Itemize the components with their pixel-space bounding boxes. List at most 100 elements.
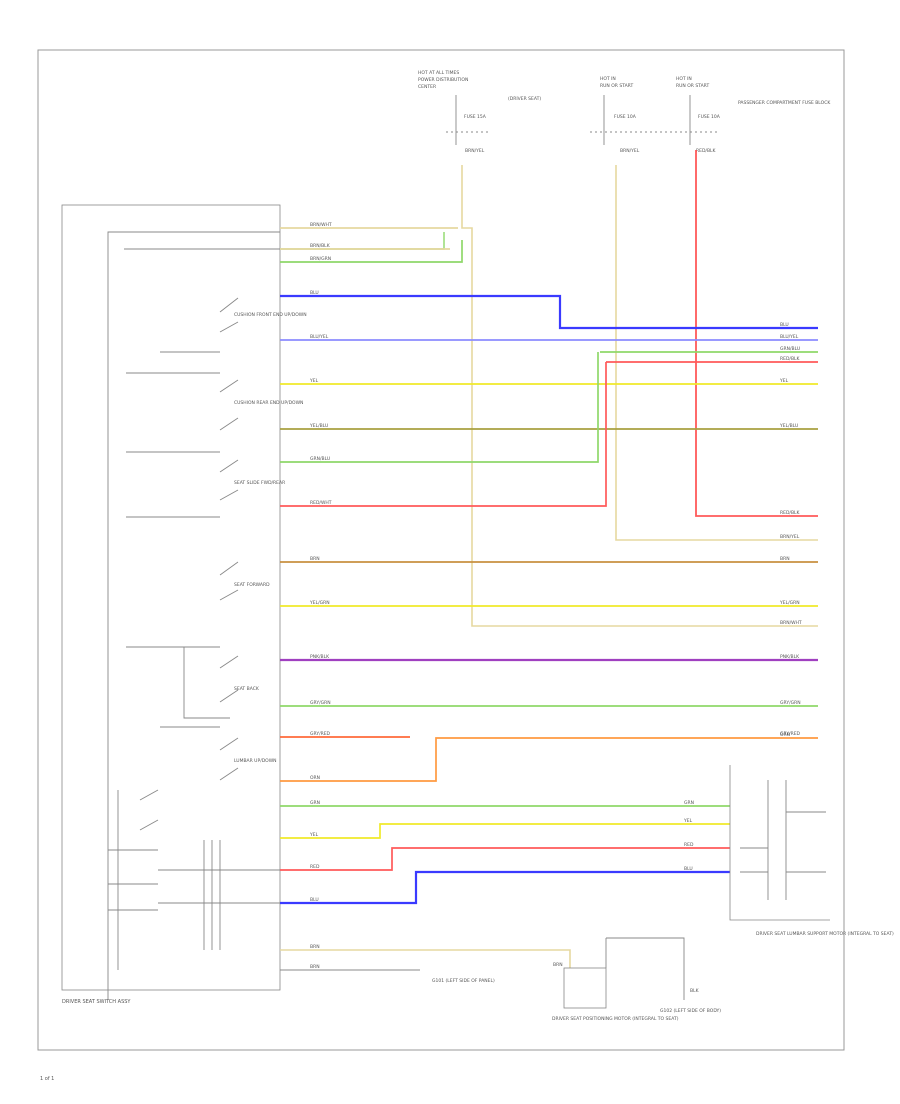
wire-left-label-14: BRN [310,556,320,562]
wire-10 [280,352,599,463]
wire-right-label-24: BLU [684,866,693,872]
switch-internal-bus [107,231,280,1000]
src2-line1: HOT IN [600,76,616,82]
wire-left-label-17: PNK/BLK [310,654,330,660]
wire-left-label-23: RED [310,864,320,870]
wire-23 [280,847,730,871]
wire-left-label-4: BLU [310,290,319,296]
feeder-tan-1 [461,165,818,627]
wire-right-label-5: BLU/YEL [780,334,799,340]
src1-fuse: FUSE 15A [464,114,487,120]
src3-line1: HOT IN [676,76,692,82]
wire-11 [280,362,607,507]
switch-contacts [139,297,239,831]
src2-line2: RUN OR START [600,83,633,89]
switch-contact-4 [219,417,239,431]
switch-contact-8 [219,589,239,601]
wire-left-label-21: GRN [310,800,320,806]
switch-contact-5 [219,459,239,473]
wire-right-label-15: YEL/GRN [779,600,800,606]
wire-22 [280,823,730,839]
switch-label-6: LUMBAR UP/DOWN [234,758,277,764]
switch-contact-9 [219,655,239,669]
wire-layer: BRN/WHT BRN/BLK BRN/GRN BLU BLU BLU/YEL BLU/YE… [280,222,818,970]
motor-feed-wire [280,949,571,968]
wire-left-label-15: YEL/GRN [309,600,330,606]
feeder-tan-branch [280,232,445,250]
wire-right-label-17: PNK/BLK [780,654,800,660]
switch-contact-10 [219,689,239,703]
src3-fuse: FUSE 10A [698,114,721,120]
ground2-label: G102 (LEFT SIDE OF BODY) [660,1008,721,1014]
wire-right-label-13: BRN/YEL [780,534,800,540]
switch-label-4: SEAT FORWARD [234,582,270,588]
src3-line2: RUN OR START [676,83,709,89]
wire-right-label-8: YEL [779,378,789,384]
bottom-motor: BRN BLK G101 (LEFT SIDE OF PANEL) DRIVER… [280,937,721,1022]
wire-left-label-20: ORN [310,775,320,781]
motor-ground-run [606,937,685,1000]
wire-left-label-19: GRY/RED [310,731,331,737]
wire-left-label-18: GRY/GRN [310,700,331,706]
wire-left-label-3: BRN/GRN [310,256,331,262]
switch-label-5: SEAT BACK [234,686,260,692]
switch-contact-7 [219,561,239,576]
switch-label-1: CUSHION FRONT END UP/DOWN [234,312,307,318]
diagram-frame [37,49,845,1051]
wire-left-label-26: BRN [310,964,320,970]
switch-contact-14 [139,819,159,831]
src1-line1: HOT AT ALL TIMES [418,70,459,76]
ground-wire-label: BLK [690,988,700,994]
ground1-label: G101 (LEFT SIDE OF PANEL) [432,978,495,984]
lumbar-motor-label: DRIVER SEAT LUMBAR SUPPORT MOTOR (INTEGR… [756,931,894,937]
wire-left-label-5: BLU/YEL [310,334,329,340]
wire-right-label-19: GRY/RED [780,731,801,737]
src2-fuse: FUSE 10A [614,114,637,120]
switch-contact-13 [139,789,159,801]
page-label: 1 of 1 [40,1076,54,1082]
switch-contact-1 [219,297,239,313]
src1-line3: CENTER [418,84,436,90]
wire-left-label-2: BRN/BLK [310,243,331,249]
wire-3 [280,240,463,263]
wire-right-label-16: BRN/WHT [780,620,802,626]
wire-left-label-8: YEL [309,378,319,384]
seat-switch-module-label: DRIVER SEAT SWITCH ASSY [62,999,131,1005]
switch-contact-2 [219,321,239,333]
src1-note: (DRIVER SEAT) [508,96,541,102]
lumbar-motor: DRIVER SEAT LUMBAR SUPPORT MOTOR (INTEGR… [729,765,894,937]
wire-right-label-14: BRN [780,556,790,562]
wire-right-label-7: RED/BLK [780,356,801,362]
internal-bus-g [183,647,230,719]
wire-right-label-20: ORN [780,732,790,738]
wire-right-label-6: GRN/BLU [780,346,800,352]
motor-wire-label: BRN [553,962,563,968]
src3-note: PASSENGER COMPARTMENT FUSE BLOCK [738,100,831,106]
src1-wire: BRN/YEL [465,148,485,154]
wire-right-label-18: GRY/GRN [780,700,801,706]
wire-left-label-22: YEL [309,832,319,838]
switch-labels: CUSHION FRONT END UP/DOWN CUSHION REAR E… [234,312,307,764]
motor-label: DRIVER SEAT POSITIONING MOTOR (INTEGRAL … [552,1016,679,1022]
feeder-red [695,150,818,517]
wire-left-label-25: BRN [310,944,320,950]
wire-left-label-1: BRN/WHT [310,222,332,228]
wire-20 [280,737,818,782]
wire-24 [280,870,730,905]
src2-wire: BRN/YEL [620,148,640,154]
wire-4 [280,294,818,330]
wire-right-label-21: GRN [684,800,694,806]
switch-contact-12 [219,767,239,781]
wire-right-label-23: RED [684,842,694,848]
motor-box [563,967,607,1009]
switch-label-2: CUSHION REAR END UP/DOWN [234,400,303,406]
wire-right-label-22: YEL [683,818,693,824]
wire-left-label-24: BLU [310,897,319,903]
switch-contact-6 [219,489,239,501]
switch-contact-11 [219,737,239,751]
lumbar-switch-bank [108,790,280,970]
src3-wire: RED/BLK [696,148,717,154]
wire-left-label-10: GRN/BLU [310,456,330,462]
internal-bus-main [107,231,280,1000]
